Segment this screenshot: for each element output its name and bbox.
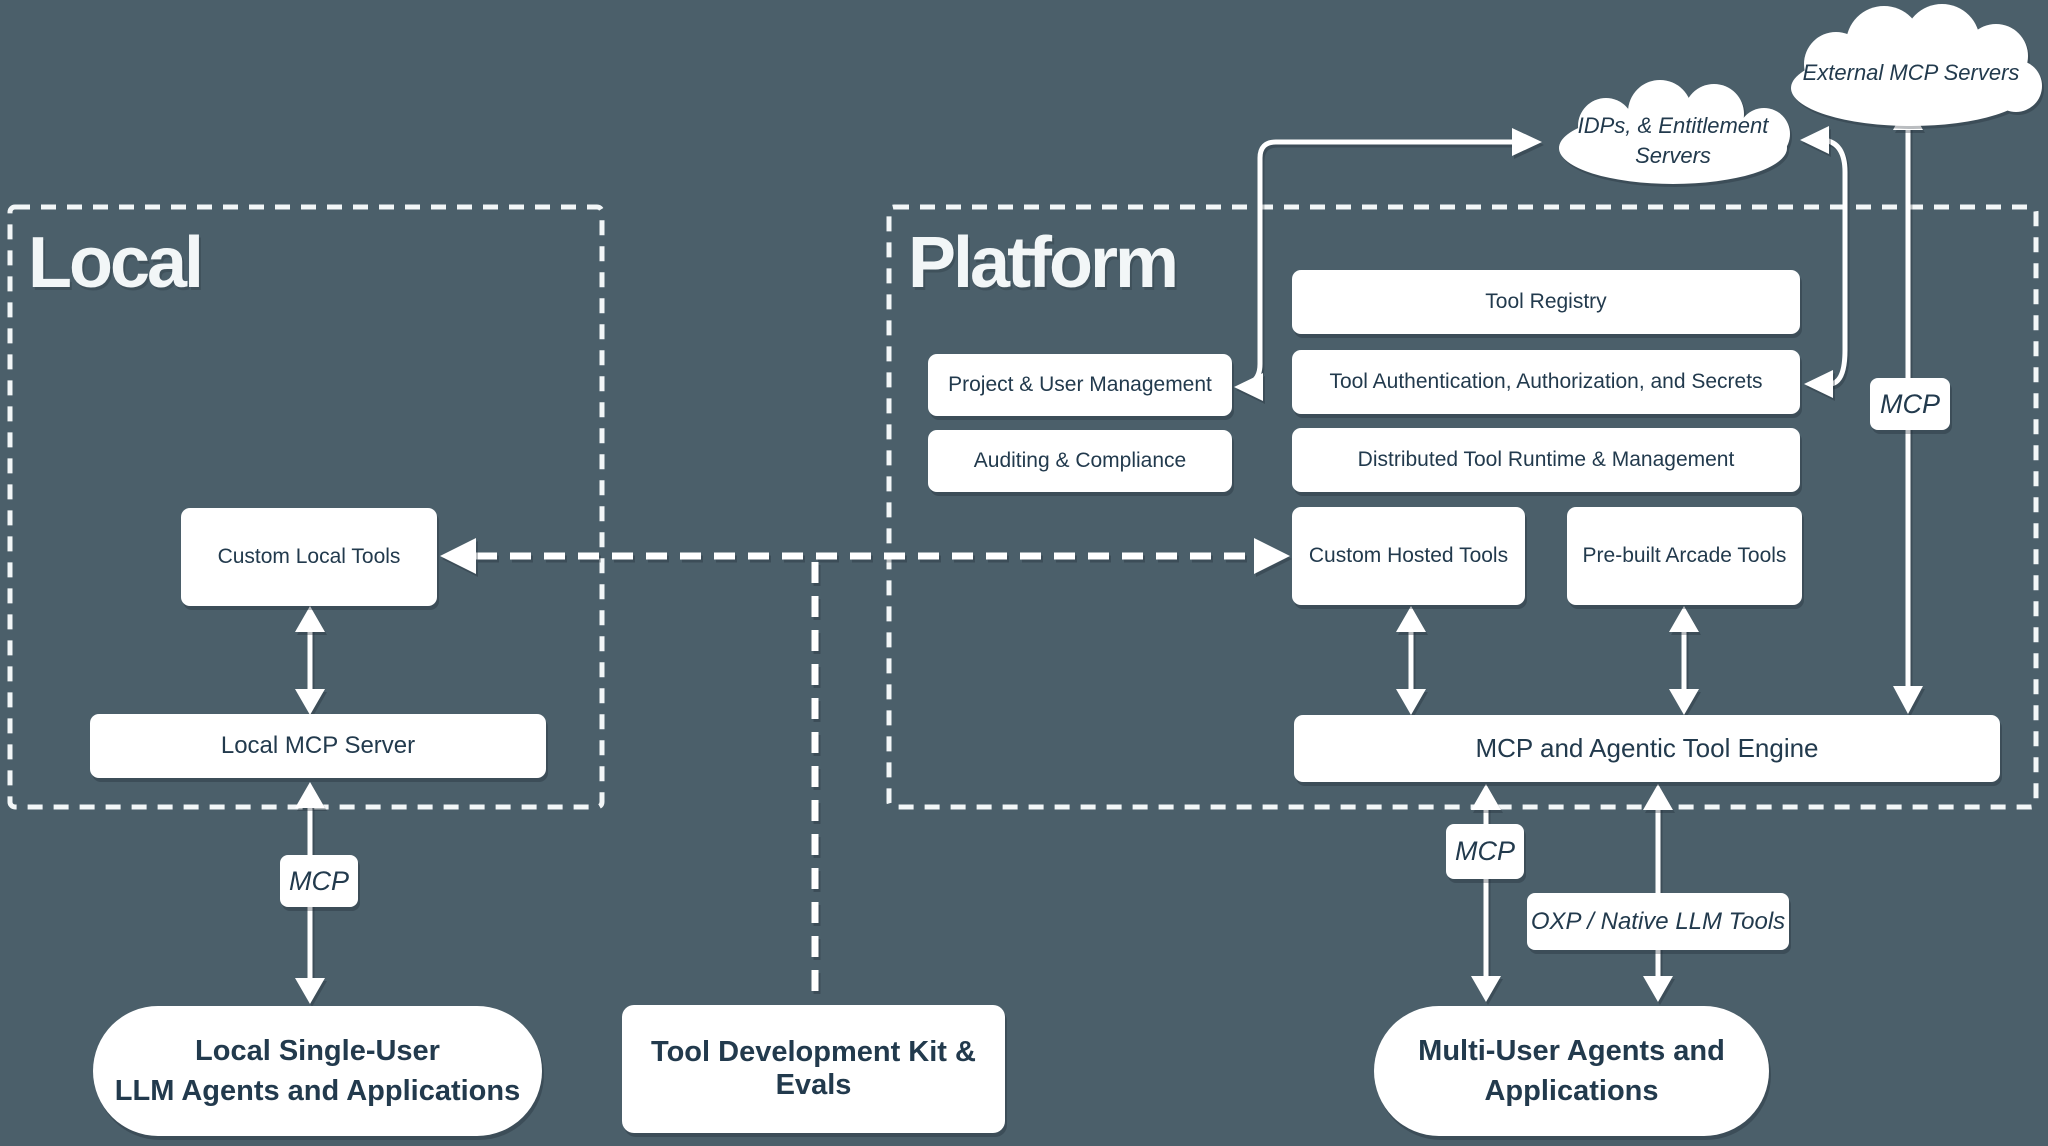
auditing-compliance-label: Auditing & Compliance xyxy=(973,449,1187,472)
mcp-label-platform-right-text: MCP xyxy=(1880,388,1940,419)
arrowhead xyxy=(295,689,325,715)
external-mcp-cloud-label: External MCP Servers xyxy=(1803,60,2020,85)
dashed-arrowheads xyxy=(440,538,1290,574)
arrowhead xyxy=(1396,689,1426,715)
local-mcp-server-node: Local MCP Server xyxy=(90,714,546,778)
platform-section-title: Platform xyxy=(908,223,1179,303)
arrowhead xyxy=(1804,370,1833,398)
arrowhead xyxy=(295,978,325,1004)
oxp-native-llm-label-text: OXP / Native LLM Tools xyxy=(1530,907,1786,935)
project-user-mgmt-label: Project & User Management xyxy=(948,373,1212,396)
auditing-compliance-node: Auditing & Compliance xyxy=(928,430,1232,492)
arrow-idps-to-toolauth xyxy=(1823,137,1848,387)
idps-cloud-label-line2: Servers xyxy=(1635,143,1711,168)
local-agents-pill-line1: Local Single-User xyxy=(195,1034,440,1067)
distributed-runtime-node: Distributed Tool Runtime & Management xyxy=(1292,428,1800,492)
tool-registry-label: Tool Registry xyxy=(1485,290,1607,313)
arrowhead xyxy=(1471,784,1501,810)
solid-arrowheads xyxy=(295,102,1923,1004)
tool-dev-kit-label: Tool Development Kit & Evals xyxy=(651,1036,976,1101)
tool-dev-kit-node: Tool Development Kit & Evals xyxy=(622,1005,1005,1133)
idps-cloud-label-line1: IDPs, & Entitlement xyxy=(1578,113,1770,138)
multi-user-pill-line2: Applications xyxy=(1484,1075,1659,1107)
arrowhead xyxy=(1800,126,1829,154)
local-agents-pill: Local Single-User LLM Agents and Applica… xyxy=(93,1006,542,1136)
arrowhead xyxy=(1643,976,1673,1002)
arrowhead xyxy=(440,538,476,574)
dashed-connectors xyxy=(476,552,1258,996)
local-agents-pill-line2: LLM Agents and Applications xyxy=(114,1075,521,1107)
custom-hosted-tools-node: Custom Hosted Tools xyxy=(1292,507,1525,605)
arrowhead xyxy=(1669,689,1699,715)
idps-cloud: IDPs, & Entitlement Servers xyxy=(1559,80,1790,184)
mcp-label-local-text: MCP xyxy=(289,865,349,896)
external-mcp-cloud: External MCP Servers xyxy=(1791,4,2042,126)
distributed-runtime-label: Distributed Tool Runtime & Management xyxy=(1357,448,1735,471)
arrowhead xyxy=(295,606,325,632)
tool-auth-label: Tool Authentication, Authorization, and … xyxy=(1329,370,1763,393)
mcp-label-platform-bottom-text: MCP xyxy=(1455,836,1515,866)
arrow-project-to-idps xyxy=(1247,139,1514,387)
local-section-border xyxy=(7,204,605,810)
mcp-label-platform-right: MCP xyxy=(1870,378,1950,430)
tool-registry-node: Tool Registry xyxy=(1292,270,1800,334)
arrowhead xyxy=(1396,606,1426,632)
arrowhead xyxy=(1669,606,1699,632)
local-section-title: Local xyxy=(28,223,204,303)
arrowhead xyxy=(1893,686,1923,714)
mcp-agentic-engine-node: MCP and Agentic Tool Engine xyxy=(1294,715,2000,782)
multi-user-pill-line1: Multi-User Agents and xyxy=(1418,1034,1725,1067)
arrowhead xyxy=(1512,128,1542,156)
arrowhead xyxy=(1643,784,1673,810)
arrowhead xyxy=(1254,538,1290,574)
local-mcp-server-label: Local MCP Server xyxy=(220,732,416,759)
oxp-native-llm-label: OXP / Native LLM Tools xyxy=(1527,893,1789,950)
arrowhead xyxy=(295,782,325,808)
multi-user-pill: Multi-User Agents and Applications xyxy=(1374,1006,1769,1136)
arrowhead xyxy=(1471,976,1501,1002)
prebuilt-arcade-tools-node: Pre-built Arcade Tools xyxy=(1567,507,1802,605)
custom-hosted-tools-label: Custom Hosted Tools xyxy=(1308,544,1509,567)
mcp-label-platform-bottom: MCP xyxy=(1446,824,1524,879)
custom-local-tools-label: Custom Local Tools xyxy=(217,545,401,568)
mcp-label-local: MCP xyxy=(280,855,358,907)
mcp-agentic-engine-label: MCP and Agentic Tool Engine xyxy=(1475,733,1819,763)
custom-local-tools-node: Custom Local Tools xyxy=(181,508,437,606)
project-user-mgmt-node: Project & User Management xyxy=(928,354,1232,416)
platform-section-border xyxy=(886,204,2039,810)
arrowhead xyxy=(1234,373,1263,401)
tool-auth-node: Tool Authentication, Authorization, and … xyxy=(1292,350,1800,414)
prebuilt-arcade-tools-label: Pre-built Arcade Tools xyxy=(1582,544,1787,567)
